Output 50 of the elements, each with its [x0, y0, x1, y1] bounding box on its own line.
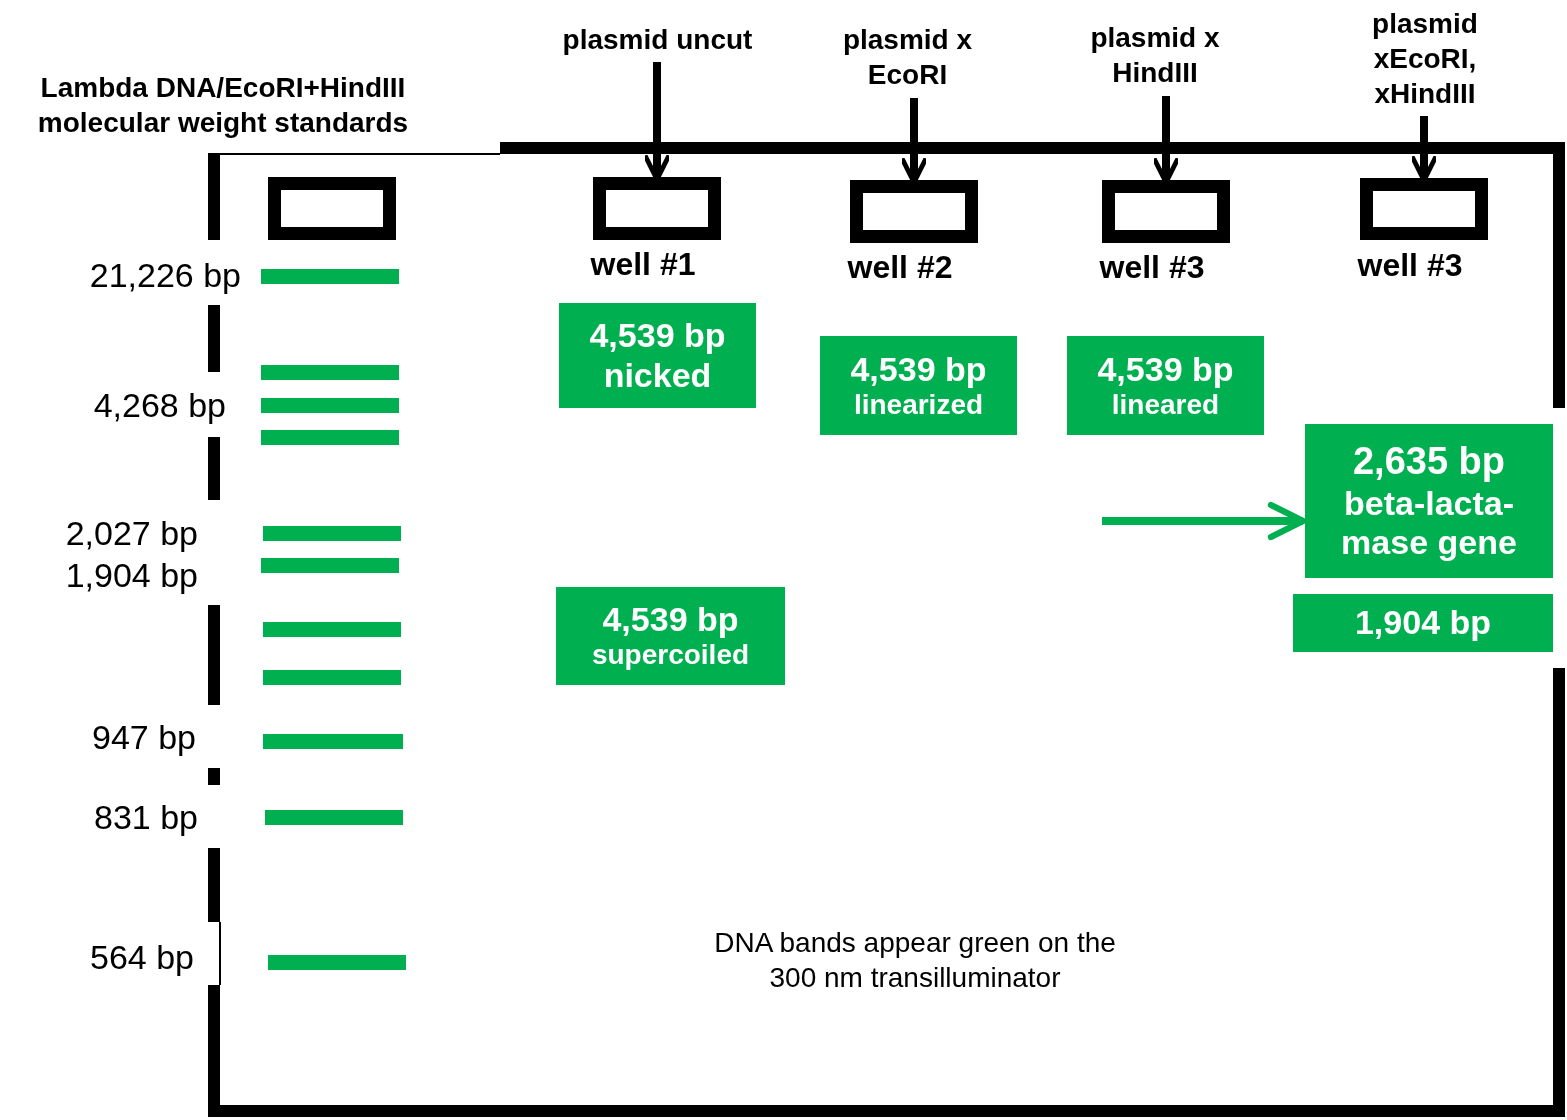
gel-well — [593, 177, 721, 240]
gel-band — [261, 365, 399, 380]
band-form: lineared — [1111, 388, 1220, 422]
gel-band — [268, 955, 406, 970]
band-size: 4,539 bp — [589, 316, 726, 356]
gel-band — [261, 558, 399, 573]
gel-band — [261, 269, 399, 284]
band-form: linearized — [853, 388, 984, 422]
gel-band — [1305, 424, 1553, 578]
size-label: 21,226 bp — [89, 258, 241, 292]
band-form: nicked — [603, 355, 712, 395]
gel-well — [1360, 178, 1488, 240]
size-label: 564 bp — [90, 940, 194, 974]
size-label: 4,268 bp — [93, 388, 226, 422]
lane-label: plasmid xEcoRI, xHindIII — [1371, 6, 1479, 111]
gel-band — [556, 587, 785, 685]
gel-band — [263, 734, 403, 749]
gel-band — [261, 398, 399, 413]
size-label: 947 bp — [92, 720, 196, 754]
size-label: 1,904 bp — [65, 558, 198, 592]
band-size: 1,904 bp — [1354, 603, 1492, 643]
band-form: beta-lacta- mase gene — [1340, 483, 1518, 562]
lane-label: plasmid uncut — [562, 22, 753, 57]
gel-band — [263, 622, 401, 637]
band-size: 4,539 bp — [850, 349, 987, 389]
gel-band — [1067, 336, 1264, 435]
band-size: 2,635 bp — [1352, 440, 1506, 484]
size-label: 831 bp — [94, 800, 198, 834]
band-size: 4,539 bp — [602, 600, 739, 640]
gel-band — [263, 526, 401, 541]
well-label: well #2 — [847, 251, 953, 283]
lane-label: plasmid x EcoRI — [841, 23, 974, 92]
lane-label: plasmid x HindIII — [1089, 21, 1221, 90]
gel-band — [263, 670, 401, 685]
gel-band — [820, 336, 1017, 435]
gel-band — [559, 303, 756, 408]
well-label: well #3 — [1099, 251, 1205, 283]
gel-band — [261, 430, 399, 445]
gel-well — [1102, 180, 1230, 243]
note-text: DNA bands appear green on the 300 nm transilluminator — [713, 926, 1117, 995]
standards-label: Lambda DNA/EcoRI+HindIII molecular weight standards — [36, 71, 410, 140]
well-label: well #3 — [1357, 249, 1463, 281]
gel-band — [265, 810, 403, 825]
band-form: supercoiled — [591, 639, 750, 672]
band-size: 4,539 bp — [1097, 349, 1234, 389]
size-label: 2,027 bp — [65, 516, 198, 550]
gel-band — [1293, 594, 1553, 652]
gel-well — [850, 180, 978, 243]
well-label: well #1 — [590, 248, 696, 280]
gel-well — [268, 177, 396, 240]
